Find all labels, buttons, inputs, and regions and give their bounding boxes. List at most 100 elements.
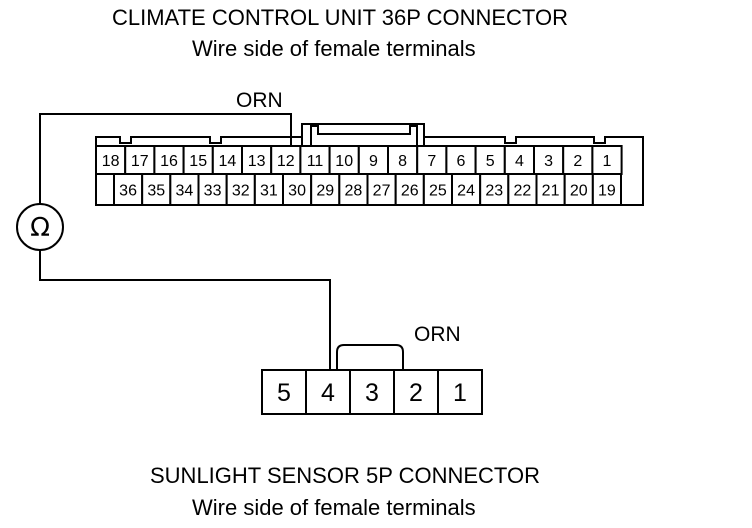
- pin-label: 3: [365, 379, 379, 407]
- pin-31: 31: [253, 173, 284, 206]
- pin-label: 16: [160, 153, 178, 170]
- pin-22: 22: [507, 173, 538, 206]
- pin-label: 18: [102, 153, 120, 170]
- pin-label: 23: [485, 183, 503, 200]
- connector-36p-housing: [95, 123, 644, 206]
- bottom-connector-subtitle: Wire side of female terminals: [192, 495, 476, 520]
- pin-5: 5: [474, 145, 506, 175]
- pin-label: 22: [514, 183, 532, 200]
- pin-32: 32: [225, 173, 256, 206]
- pin-label: 4: [515, 153, 524, 170]
- pin-23: 23: [479, 173, 510, 206]
- pin-label: 5: [277, 379, 291, 407]
- pin-19: 19: [591, 173, 622, 206]
- connector-36p-latch: [310, 125, 418, 146]
- pin-label: 20: [570, 183, 588, 200]
- pin-7: 7: [416, 145, 448, 175]
- pin5-1: 1: [437, 369, 483, 415]
- pin-label: 19: [598, 183, 616, 200]
- pin-label: 6: [457, 153, 466, 170]
- pin-15: 15: [182, 145, 214, 175]
- pin-25: 25: [422, 173, 454, 206]
- bottom-wire-label: ORN: [414, 323, 461, 346]
- ohm-symbol: Ω: [30, 213, 50, 243]
- pin-label: 11: [307, 153, 324, 170]
- pin5-5: 5: [261, 369, 307, 415]
- pin5-2: 2: [393, 369, 439, 415]
- pin-2: 2: [562, 145, 594, 175]
- pin-30: 30: [282, 173, 313, 206]
- pin-12: 12: [270, 145, 302, 175]
- pin-label: 30: [288, 183, 306, 200]
- pin-label: 2: [573, 153, 582, 170]
- pin-14: 14: [211, 145, 244, 175]
- pin-27: 27: [366, 173, 397, 206]
- pin-label: 34: [176, 183, 194, 200]
- pin-33: 33: [197, 173, 228, 206]
- pin-18: 18: [95, 145, 127, 175]
- pin-24: 24: [451, 173, 482, 206]
- pin-label: 33: [204, 183, 222, 200]
- pin-29: 29: [310, 173, 341, 206]
- pin-28: 28: [338, 173, 369, 206]
- pin-label: 21: [542, 183, 560, 200]
- pin-label: 10: [335, 153, 353, 170]
- pin-label: 24: [457, 183, 475, 200]
- pin-11: 11: [299, 145, 331, 175]
- pin-20: 20: [563, 173, 594, 206]
- pin-label: 7: [427, 153, 436, 170]
- pin-label: 31: [260, 183, 278, 200]
- pin-label: 2: [409, 379, 423, 407]
- pin-label: 12: [277, 153, 295, 170]
- pin-36: 36: [113, 173, 144, 206]
- test-wires: [39, 113, 331, 374]
- pin-label: 5: [486, 153, 495, 170]
- pin-17: 17: [124, 145, 156, 175]
- wire-to-pin-4: [39, 250, 331, 374]
- pin-9: 9: [357, 145, 389, 175]
- pin-10: 10: [328, 145, 360, 175]
- pin-label: 35: [147, 183, 165, 200]
- connector-5p-pins: 5 4 3 2 1: [261, 369, 483, 415]
- connector-5p: 5 4 3 2 1: [261, 344, 483, 415]
- pin-label: 3: [544, 153, 553, 170]
- pin-label: 32: [232, 183, 250, 200]
- connector-5p-latch: [336, 344, 404, 371]
- pin-label: 29: [316, 183, 334, 200]
- pin-label: 1: [453, 379, 467, 407]
- pin-label: 26: [401, 183, 419, 200]
- pin-label: 27: [373, 183, 391, 200]
- top-connector-title: CLIMATE CONTROL UNIT 36P CONNECTOR: [112, 5, 568, 30]
- pin-label: 13: [248, 153, 266, 170]
- pin-6: 6: [445, 145, 477, 175]
- pin-26: 26: [394, 173, 425, 206]
- pin5-3: 3: [349, 369, 395, 415]
- pin-13: 13: [241, 145, 273, 175]
- pin-label: 9: [369, 153, 378, 170]
- pin-3: 3: [533, 145, 565, 175]
- wire-to-pin-12: [39, 113, 292, 204]
- pin-label: 15: [189, 153, 207, 170]
- pin-label: 14: [219, 153, 237, 170]
- pin-34: 34: [169, 173, 200, 206]
- connector-36p-row1: 18 17 16 15 14 13 12 11 10 9 8 7 6 5 4 3 2 1: [95, 145, 623, 175]
- pin-label: 17: [131, 153, 149, 170]
- pin-1: 1: [591, 145, 623, 175]
- top-wire-label: ORN: [236, 89, 283, 112]
- top-connector-subtitle: Wire side of female terminals: [192, 36, 476, 61]
- connector-36p-row2: 36 35 34 33 32 31 30 29 28 27 26 25 24 23 22 21 20 19: [113, 173, 622, 206]
- pin-35: 35: [141, 173, 172, 206]
- pin-label: 25: [429, 183, 447, 200]
- pin-16: 16: [153, 145, 185, 175]
- pin-21: 21: [535, 173, 566, 206]
- pin5-4: 4: [305, 369, 351, 415]
- pin-label: 8: [398, 153, 407, 170]
- pin-4: 4: [503, 145, 535, 175]
- pin-label: 4: [321, 379, 335, 407]
- pin-label: 36: [119, 183, 137, 200]
- bottom-connector-title: SUNLIGHT SENSOR 5P CONNECTOR: [150, 463, 540, 488]
- pin-label: 28: [345, 183, 363, 200]
- pin-label: 1: [603, 153, 612, 170]
